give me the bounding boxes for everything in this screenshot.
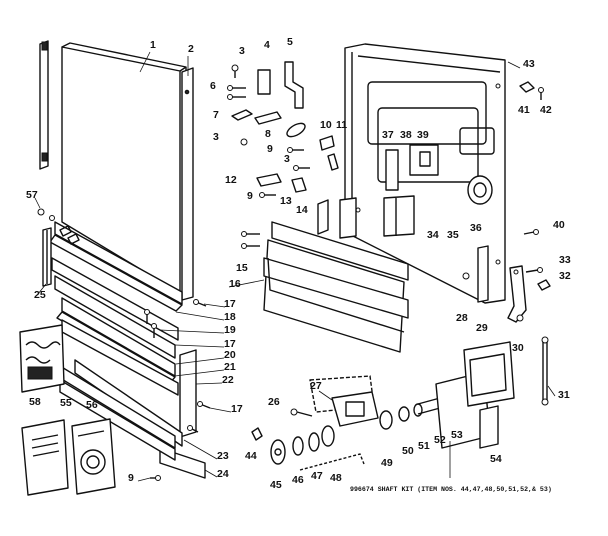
callout-c48: 48: [330, 472, 342, 484]
control-panel: [241, 221, 409, 353]
callout-c6: 6: [210, 80, 216, 92]
callout-c13: 13: [280, 195, 292, 207]
callout-c25: 25: [34, 289, 46, 301]
callout-c40: 40: [553, 219, 565, 231]
callout-c3b: 3: [213, 131, 219, 143]
callout-c41: 41: [518, 104, 530, 116]
callout-c56: 56: [86, 399, 98, 411]
callout-c57: 57: [26, 189, 38, 201]
callout-c17a: 17: [224, 298, 236, 310]
callout-c58: 58: [29, 396, 41, 408]
door-trim-bars: [49, 221, 183, 384]
callout-c8: 8: [265, 128, 271, 140]
door-screws: [144, 299, 211, 481]
callout-c35: 35: [447, 229, 459, 241]
callout-c2: 2: [188, 43, 194, 55]
callout-c4: 4: [264, 39, 270, 51]
instruction-booklets: [19, 324, 116, 496]
shaft-kit-caption: 996674 SHAFT KIT (ITEM NOS. 44,47,48,50,…: [350, 486, 552, 493]
callout-c5: 5: [287, 36, 293, 48]
callout-c55: 55: [60, 397, 72, 409]
callout-c45: 45: [270, 479, 282, 491]
door-side-trim-strip: [39, 40, 49, 170]
callout-c24: 24: [217, 468, 229, 480]
door-end-caps: [59, 319, 206, 479]
callout-c9a: 9: [267, 143, 273, 155]
callout-c7: 7: [213, 109, 219, 121]
callout-c3c: 3: [284, 153, 290, 165]
callout-c26: 26: [268, 396, 280, 408]
callout-c3a: 3: [239, 45, 245, 57]
callout-c39: 39: [417, 129, 429, 141]
callout-c11: 11: [336, 119, 347, 131]
callout-c42: 42: [540, 104, 552, 116]
callout-c37: 37: [382, 129, 394, 141]
callout-c17b: 17: [224, 338, 236, 350]
door-hinge-parts: [507, 81, 551, 406]
callout-c54: 54: [490, 453, 502, 465]
inner-door-panel: [339, 43, 506, 304]
callout-c22: 22: [222, 374, 234, 386]
callout-c12: 12: [225, 174, 237, 186]
callout-c9b: 9: [247, 190, 253, 202]
callout-c9c: 9: [128, 472, 134, 484]
callout-c21: 21: [224, 361, 236, 373]
callout-c29: 29: [476, 322, 488, 334]
leader-lines: [34, 51, 556, 482]
callout-c36: 36: [470, 222, 482, 234]
callout-c16: 16: [229, 278, 241, 290]
callout-c14: 14: [296, 204, 308, 216]
latch-hardware: [227, 61, 339, 235]
callout-c31: 31: [558, 389, 570, 401]
callout-c34: 34: [427, 229, 439, 241]
callout-c43: 43: [523, 58, 535, 70]
callout-c32: 32: [559, 270, 571, 282]
callout-c10: 10: [320, 119, 332, 131]
callout-c38: 38: [400, 129, 412, 141]
door-side-trim: [181, 67, 194, 301]
callout-c50: 50: [402, 445, 414, 457]
callout-c46: 46: [292, 474, 304, 486]
callout-c18: 18: [224, 311, 236, 323]
callout-c15: 15: [236, 262, 248, 274]
callout-c27: 27: [310, 380, 322, 392]
dispenser-housing: [435, 341, 515, 449]
callout-c1: 1: [150, 39, 156, 51]
callout-c53: 53: [451, 429, 463, 441]
callout-c28: 28: [456, 312, 468, 324]
callout-c33: 33: [559, 254, 571, 266]
callout-c47: 47: [311, 470, 323, 482]
callout-c23: 23: [217, 450, 229, 462]
callout-c17c: 17: [231, 403, 243, 415]
callout-c52: 52: [434, 434, 446, 446]
callout-c20: 20: [224, 349, 236, 361]
callout-c19: 19: [224, 324, 236, 336]
callout-c30: 30: [512, 342, 524, 354]
callout-c49: 49: [381, 457, 393, 469]
timer-shaft-assembly: [251, 375, 441, 471]
callout-c51: 51: [418, 440, 430, 452]
callout-c44: 44: [245, 450, 257, 462]
hinge-bracket: [37, 208, 80, 287]
